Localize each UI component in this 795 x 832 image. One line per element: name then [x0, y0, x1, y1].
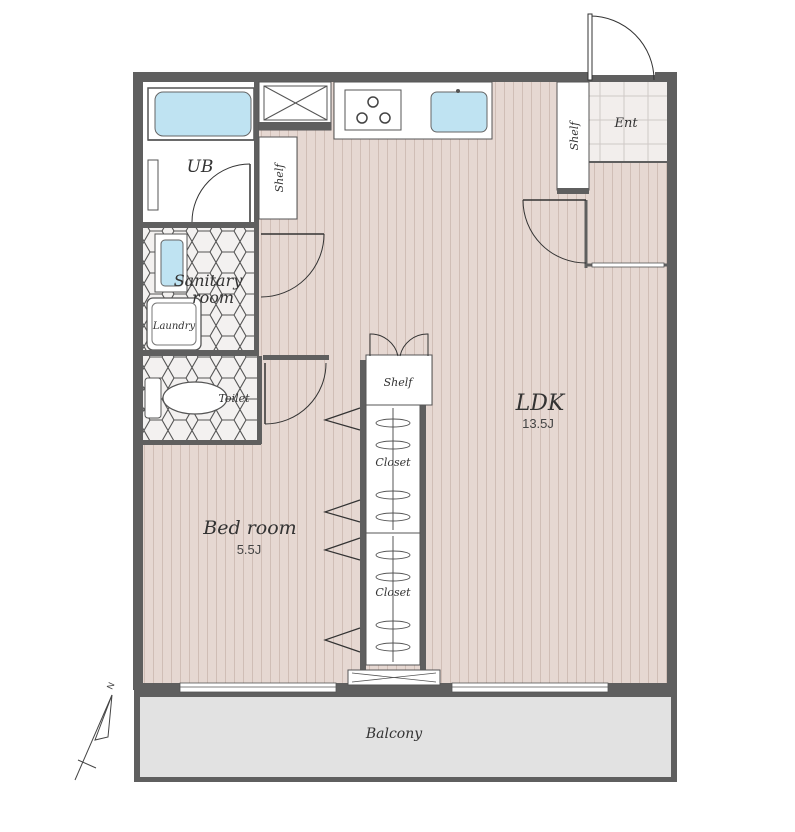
sanitary-room: Laundry Sanitary room	[143, 228, 259, 352]
kitchen-counter	[333, 81, 493, 140]
toilet-bowl	[162, 381, 228, 415]
balcony	[134, 690, 677, 782]
sink-icon	[430, 91, 488, 133]
washbasin	[160, 239, 184, 287]
kitchen-shelf	[258, 81, 332, 131]
closet-partition: Shelf Closet Closet	[347, 333, 441, 686]
ldk-label: LDK	[515, 391, 566, 416]
bathroom-ub: UB	[143, 82, 257, 225]
toilet-door	[263, 355, 329, 425]
entrance-door	[587, 13, 655, 81]
bathtub	[154, 91, 252, 137]
entrance-label: Ent	[613, 116, 638, 131]
bedroom-closet-doors	[322, 407, 361, 653]
entrance-inner-door	[522, 199, 667, 268]
closet-shelf-label: Shelf	[384, 376, 415, 389]
sanitary-door	[260, 233, 325, 298]
stove-icon	[344, 89, 402, 131]
bathroom-label: UB	[187, 157, 214, 177]
north-label: N	[105, 681, 117, 691]
north-arrow-icon: N	[74, 681, 117, 781]
hall-shelf: Shelf	[258, 136, 298, 220]
laundry-label: Laundry	[152, 321, 196, 332]
sanitary-label-1: Sanitary	[174, 271, 244, 290]
balcony-label: Balcony	[365, 726, 423, 742]
toilet-label: Toilet	[218, 392, 250, 405]
bedroom-label: Bed room	[202, 517, 296, 539]
balcony-windows	[179, 682, 609, 693]
toilet-room: Toilet	[143, 356, 259, 440]
sanitary-label-2: room	[192, 288, 234, 307]
closet-upper-label: Closet	[375, 456, 411, 469]
ldk-area: 13.5J	[522, 416, 554, 431]
bedroom-area: 5.5J	[237, 542, 262, 557]
hall-shelf-label: Shelf	[273, 162, 286, 193]
entrance-floor	[589, 82, 667, 162]
entrance-shelf-label: Shelf	[568, 120, 581, 151]
closet-lower-label: Closet	[375, 586, 411, 599]
entrance-shelf: Shelf	[556, 81, 590, 194]
